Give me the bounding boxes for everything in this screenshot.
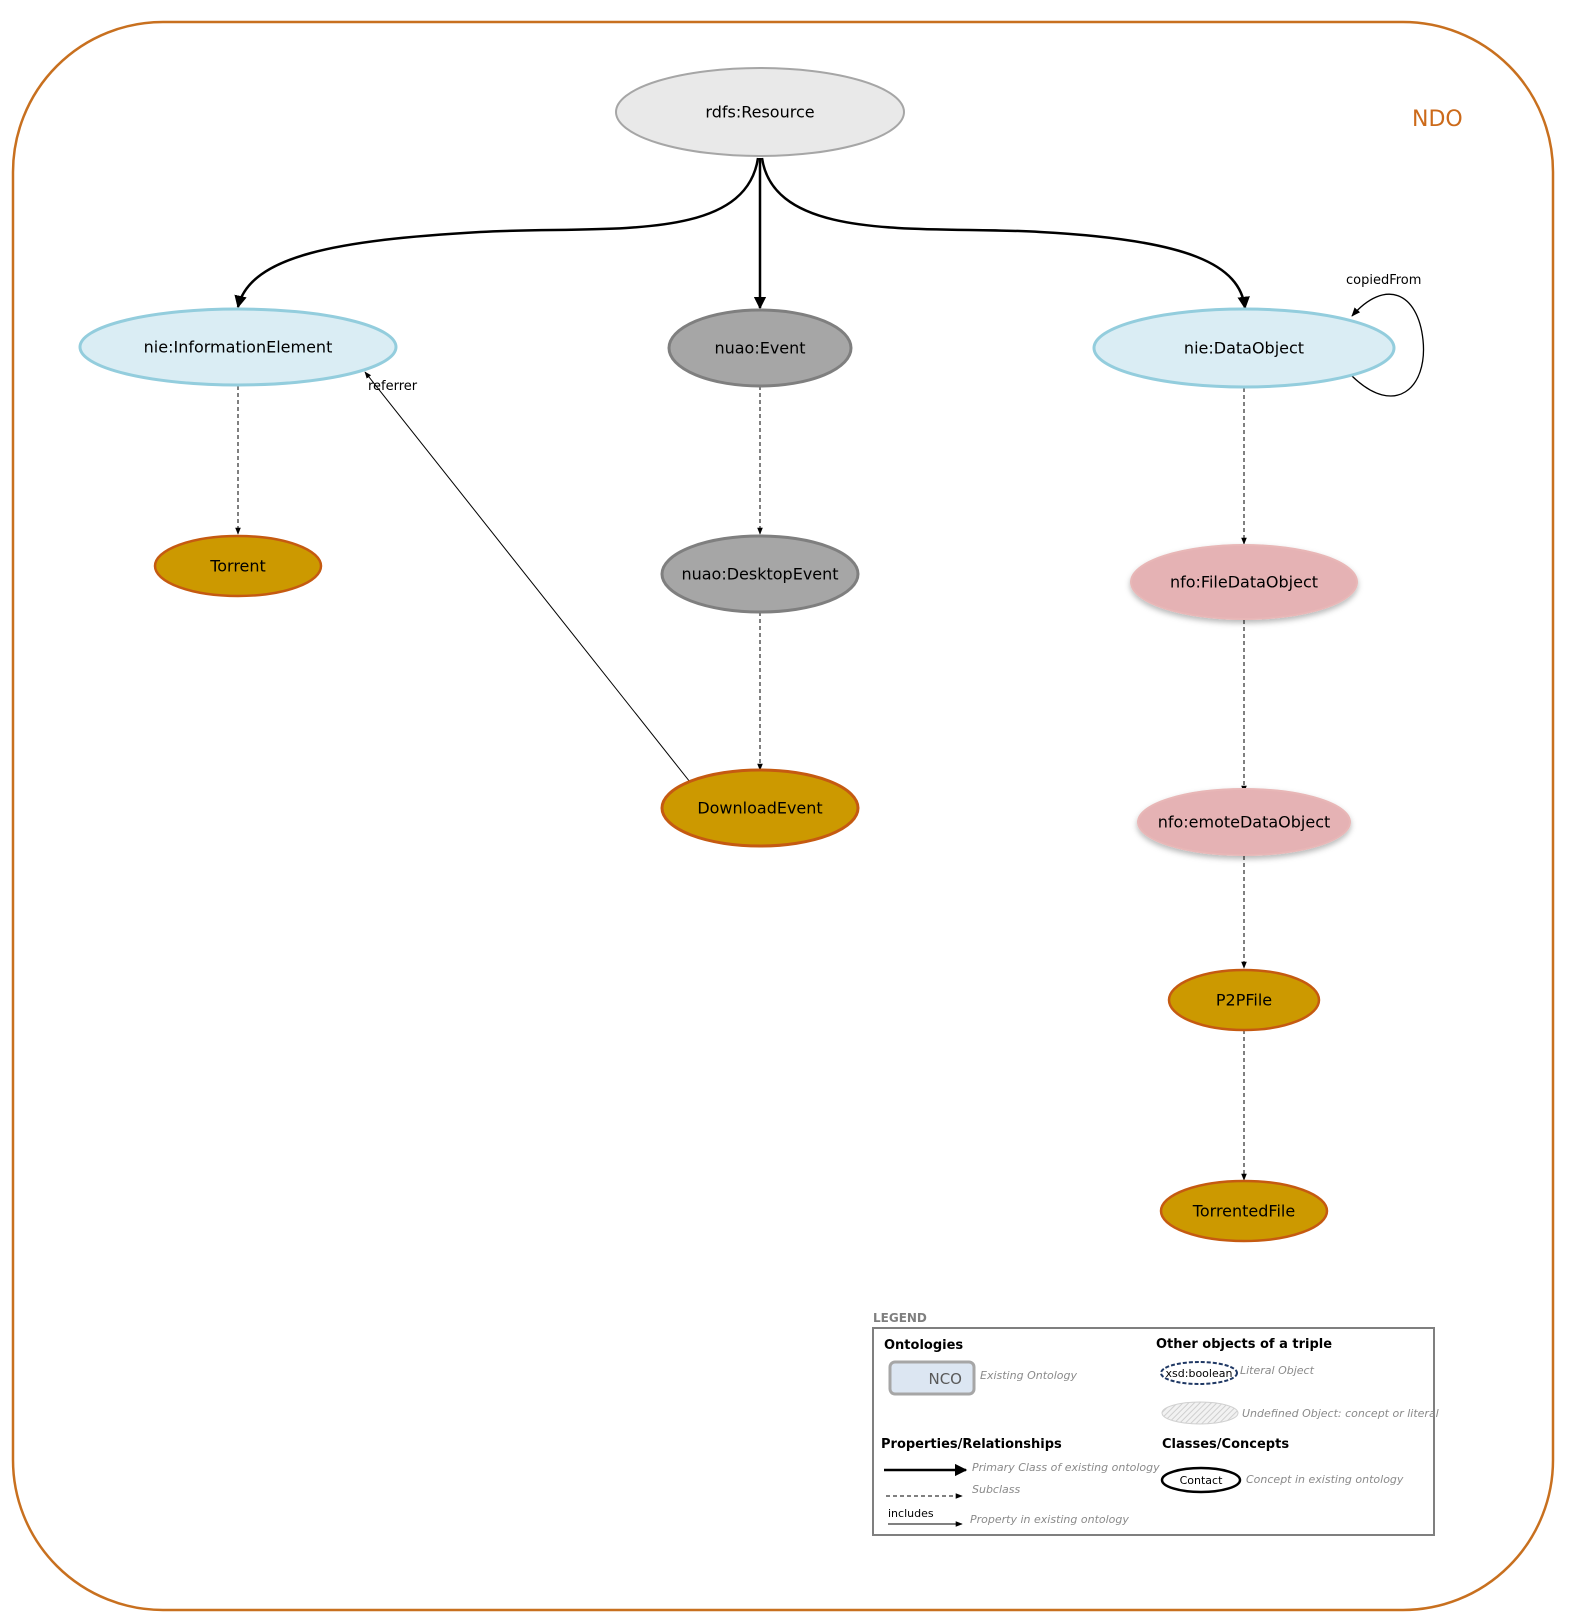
svg-text:DownloadEvent: DownloadEvent	[697, 799, 822, 818]
node-nie-information-element: nie:InformationElement	[78, 307, 398, 387]
legend-other-heading: Other objects of a triple	[1156, 1337, 1332, 1352]
svg-text:nie:InformationElement: nie:InformationElement	[144, 338, 333, 357]
legend-ontology-sample-box	[888, 1360, 976, 1396]
node-p2p-file: P2PFile	[1167, 968, 1321, 1032]
frame-label: NDO	[1412, 107, 1463, 132]
node-nuao-event: nuao:Event	[667, 308, 853, 388]
legend-undefined-sample-shape	[1161, 1401, 1239, 1425]
svg-text:nie:DataObject: nie:DataObject	[1184, 339, 1304, 358]
legend-undefined-note: Undefined Object: concept or literal	[1242, 1407, 1439, 1420]
svg-text:nfo:FileDataObject: nfo:FileDataObject	[1170, 573, 1318, 592]
svg-text:rdfs:Resource: rdfs:Resource	[705, 103, 814, 122]
legend-subclass-note: Subclass	[972, 1483, 1021, 1496]
legend-ontology-sample: NCO	[928, 1370, 962, 1388]
svg-text:TorrentedFile: TorrentedFile	[1192, 1202, 1295, 1221]
ndo-frame	[11, 20, 1555, 1612]
svg-text:Torrent: Torrent	[209, 557, 266, 576]
edge-resource-to-information-element	[234, 157, 760, 309]
legend-literal-note: Literal Object	[1240, 1364, 1315, 1377]
legend-property-note: Property in existing ontology	[970, 1513, 1129, 1526]
node-torrented-file: TorrentedFile	[1159, 1179, 1329, 1243]
legend-primary-note: Primary Class of existing ontology	[972, 1461, 1160, 1474]
svg-text:P2PFile: P2PFile	[1216, 991, 1272, 1010]
node-download-event: DownloadEvent	[660, 768, 860, 848]
legend: LEGEND Ontologies NCO Existing Ontology …	[872, 1311, 1439, 1536]
edge-label-referrer: referrer	[368, 379, 418, 394]
edge-referrer	[364, 371, 691, 783]
legend-concept-note: Concept in existing ontology	[1246, 1473, 1404, 1486]
node-nfo-remote-data-object: nfo:emoteDataObject	[1137, 788, 1351, 856]
legend-literal-sample-shape	[1160, 1361, 1238, 1385]
legend-literal-sample: xsd:boolean	[1166, 1367, 1233, 1380]
legend-concept-sample: Contact	[1180, 1474, 1223, 1487]
legend-includes-sample: includes	[888, 1507, 934, 1520]
svg-text:nuao:Event: nuao:Event	[714, 339, 805, 358]
legend-box	[872, 1327, 1435, 1536]
legend-ontologies-heading: Ontologies	[884, 1338, 963, 1353]
legend-title: LEGEND	[873, 1311, 927, 1325]
node-torrent: Torrent	[153, 534, 323, 598]
edge-label-copied-from: copiedFrom	[1346, 273, 1421, 288]
legend-classes-heading: Classes/Concepts	[1162, 1437, 1289, 1452]
svg-text:nuao:DesktopEvent: nuao:DesktopEvent	[681, 565, 838, 584]
edge-copied-from	[1351, 293, 1425, 397]
node-nfo-file-data-object: nfo:FileDataObject	[1130, 544, 1358, 620]
node-rdfs-resource: rdfs:Resource	[615, 67, 905, 157]
edge-resource-to-data-object	[760, 157, 1250, 310]
node-nie-data-object: nie:DataObject	[1092, 307, 1396, 389]
node-nuao-desktop-event: nuao:DesktopEvent	[660, 534, 860, 614]
legend-concept-sample-shape	[1160, 1466, 1242, 1494]
legend-ontology-note: Existing Ontology	[980, 1369, 1078, 1382]
svg-text:nfo:emoteDataObject: nfo:emoteDataObject	[1158, 813, 1331, 832]
legend-properties-heading: Properties/Relationships	[881, 1437, 1062, 1452]
